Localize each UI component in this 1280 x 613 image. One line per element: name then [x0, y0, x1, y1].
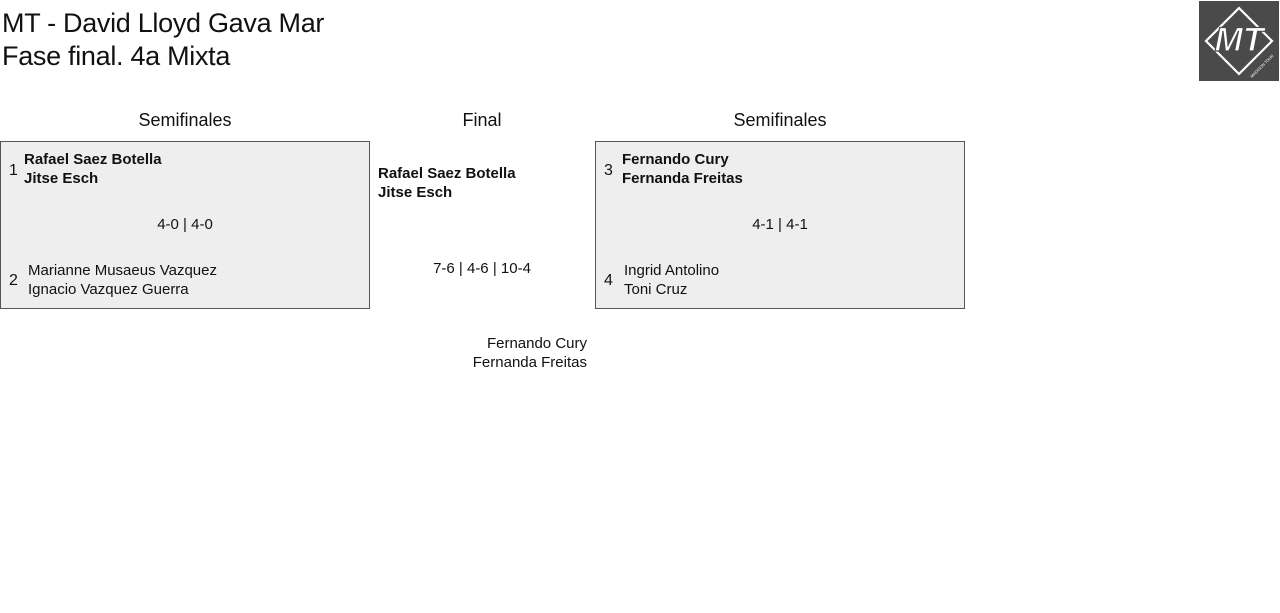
semifinal-right-match[interactable]: 3 Fernando Cury Fernanda Freitas 4-1 | 4… — [595, 141, 965, 309]
player-name: Fernando Cury — [622, 151, 729, 168]
player-name: Fernando Cury — [486, 335, 587, 352]
player-name: Jitse Esch — [24, 170, 99, 187]
player-name: Toni Cruz — [624, 281, 688, 298]
final-score: 7-6 | 4-6 | 10-4 — [433, 260, 531, 277]
player-name: Rafael Saez Botella — [378, 165, 516, 182]
player-name: Fernanda Freitas — [472, 354, 587, 371]
semifinal-left-heading: Semifinales — [138, 110, 232, 130]
semifinal-right-bottom-team: Ingrid Antolino Toni Cruz — [624, 261, 719, 299]
seed-number: 4 — [604, 272, 613, 289]
semifinal-left-score: 4-0 | 4-0 — [157, 216, 213, 233]
mt-logo: MT MADISON TOUR — [1199, 1, 1279, 81]
player-name: Rafael Saez Botella — [24, 151, 162, 168]
semifinal-left-match[interactable]: 1 Rafael Saez Botella Jitse Esch 4-0 | 4… — [0, 141, 370, 309]
seed-number: 2 — [9, 272, 18, 289]
semifinal-right-score: 4-1 | 4-1 — [752, 216, 808, 233]
semifinal-right-heading: Semifinales — [733, 110, 827, 130]
player-name: Ingrid Antolino — [624, 262, 720, 279]
phase-name: Fase final. 4a Mixta — [2, 41, 231, 71]
player-name: Fernanda Freitas — [622, 170, 743, 187]
svg-text:MT: MT — [1214, 21, 1266, 59]
page-title: MT - David Lloyd Gava Mar Fase final. 4a… — [2, 7, 324, 73]
player-name: Jitse Esch — [378, 184, 453, 201]
semifinal-right-top-team: Fernando Cury Fernanda Freitas — [622, 150, 743, 188]
final-heading: Final — [462, 110, 502, 130]
semifinal-left-top-team: Rafael Saez Botella Jitse Esch — [24, 150, 162, 188]
seed-number: 3 — [604, 162, 613, 179]
player-name: Ignacio Vazquez Guerra — [28, 281, 189, 298]
final-bottom-team: Fernando Cury Fernanda Freitas — [420, 334, 587, 372]
player-name: Marianne Musaeus Vazquez — [28, 262, 217, 279]
semifinal-left-bottom-team: Marianne Musaeus Vazquez Ignacio Vazquez… — [28, 261, 217, 299]
tournament-name: MT - David Lloyd Gava Mar — [2, 8, 325, 38]
final-top-team: Rafael Saez Botella Jitse Esch — [378, 164, 516, 202]
mt-logo-mark: MT MADISON TOUR — [1199, 1, 1279, 81]
seed-number: 1 — [9, 162, 18, 179]
